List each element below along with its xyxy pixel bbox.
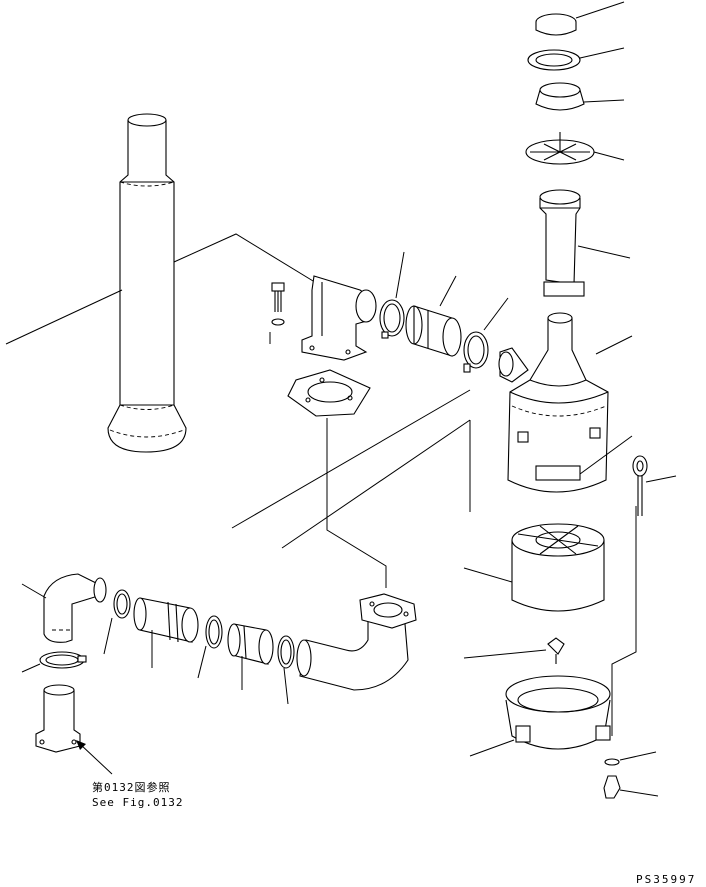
inlet-adapter — [35, 684, 81, 753]
cap-seal-ring — [527, 47, 625, 71]
lower-clamp-3 — [277, 635, 295, 705]
lower-hose-2 — [227, 623, 274, 690]
upper-clamp-1 — [379, 251, 405, 339]
lower-clamp-1 — [103, 589, 131, 655]
reference-arrow — [76, 740, 113, 775]
lower-clamp-detached — [21, 651, 87, 673]
precleaner-cap — [535, 82, 625, 111]
see-figure-label-japanese: 第0132図参照 — [92, 781, 171, 794]
cap-nut — [603, 775, 659, 799]
dust-cup — [469, 675, 611, 757]
bolt — [269, 282, 285, 344]
intake-stack-pipe — [107, 113, 187, 453]
precleaner-fan — [525, 132, 625, 165]
lower-elbow-with-flange — [296, 593, 417, 691]
lower-elbow — [21, 573, 107, 643]
filter-element — [463, 523, 605, 612]
flange-gasket — [287, 369, 371, 417]
inlet-extension-pipe — [539, 189, 631, 297]
upper-hose — [405, 275, 462, 357]
rod-bolt — [632, 455, 677, 516]
reference-lines — [5, 233, 637, 736]
dust-cap — [535, 1, 625, 36]
small-washer — [604, 751, 657, 766]
drawing-number: PS35997 — [636, 873, 697, 886]
see-figure-label-english: See Fig.0132 — [92, 796, 184, 809]
lower-clamp-2 — [197, 615, 223, 679]
lower-hose-1 — [133, 597, 199, 668]
upper-clamp-2 — [463, 297, 509, 373]
wing-nut — [463, 637, 565, 664]
air-cleaner-body — [498, 312, 633, 493]
upper-elbow — [301, 275, 377, 361]
